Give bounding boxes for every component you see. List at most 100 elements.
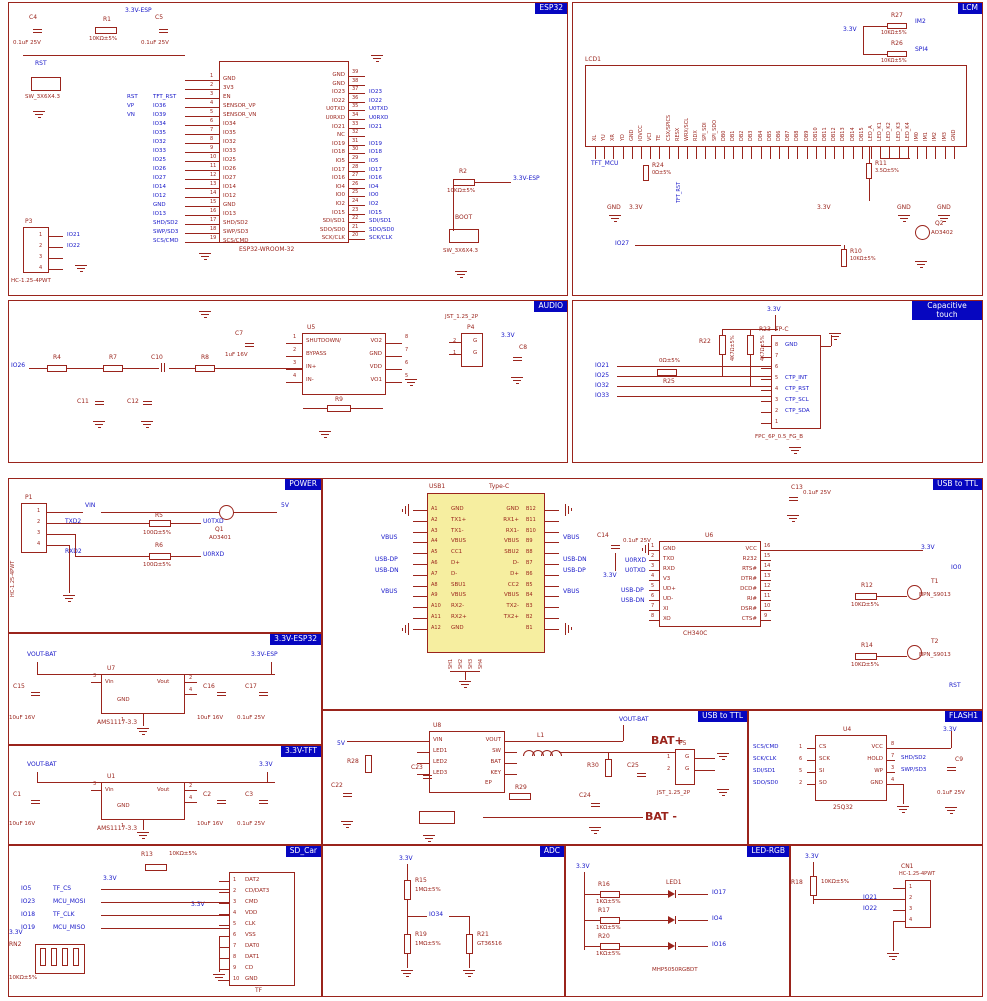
wire [67,368,103,369]
schematic-text: SWP/SD3 [901,767,927,773]
section-label-power: POWER [285,479,321,490]
schematic-text: TFT_RST [153,94,177,100]
schematic-text: DB14 [849,127,856,141]
wire [185,790,197,791]
schematic-text: R1 [103,16,111,23]
wire [171,523,201,524]
schematic-text: 1KΩ±5% [596,951,621,957]
wire [185,242,219,243]
capacitor-symbol [789,495,798,503]
schematic-text: LED_K4 [904,122,911,141]
wire [620,894,668,895]
schematic-text: USB-DN [621,597,645,604]
resistor-r15 [404,880,411,900]
schematic-text: 6 [775,364,779,370]
schematic-text: SBU2 [504,549,519,556]
wire [101,902,229,903]
wire [545,618,559,619]
schematic-text: MCU_MISO [53,924,86,931]
wire [169,368,195,369]
schematic-text: 1 [233,877,237,883]
wire [761,560,771,561]
wire [286,356,302,357]
schematic-text: RX2+ [451,614,467,620]
schematic-text: VIN [433,737,443,743]
schematic-text: RESX [674,127,681,141]
schematic-text: B10 [526,527,536,534]
schematic-text: 13 [764,573,771,579]
schematic-text: 15 [764,553,771,559]
schematic-text: DB6 [776,130,782,141]
led-symbol [668,916,677,924]
wire [825,147,826,159]
schematic-text: P1 [25,494,33,501]
schematic-text: 11 [210,163,217,169]
schematic-text: 32 [352,129,359,136]
schematic-text: R13 [141,851,153,858]
schematic-text: A1 [431,506,438,512]
schematic-text: 1MΩ±5% [415,887,441,893]
gnd-symbol [787,515,799,523]
schematic-text: IO27 [153,175,166,181]
schematic-text: HC-1.25-4PWT [10,560,16,597]
schematic-text: IO27 [615,240,630,247]
schematic-text: R7 [109,354,117,361]
schematic-text: IO35 [223,130,236,136]
schematic-text: SW [492,748,501,754]
schematic-text: 2 [189,675,193,681]
schematic-text: 4 [651,573,655,579]
schematic-text: 3V3 [223,85,234,91]
schematic-text: BOOT [455,214,473,221]
wire [696,147,698,159]
schematic-text: 2 [37,519,41,525]
wire [761,368,771,369]
schematic-text: AO3401 [209,535,231,541]
schematic-text: DB3 [748,130,755,141]
schematic-text: IO25 [595,372,610,379]
schematic-text: FPC_6P_0.5_FG_B [755,434,804,440]
schematic-text: Q2 [935,220,944,227]
schematic-text: C12 [127,398,139,405]
resistor-r1 [95,27,117,34]
wire [898,147,900,159]
p1-connector [21,503,47,553]
schematic-text: 3 [891,765,895,771]
wire [649,610,659,611]
wire [545,542,559,544]
wire [469,954,470,968]
schematic-text: 1uF 16V [225,352,248,358]
schematic-text: DB8 [794,130,801,141]
schematic-text: TX1- [451,527,464,534]
wire [61,545,69,546]
schematic-text: NPN_S9013 [919,652,951,658]
schematic-text: B9 [526,538,533,545]
rn2-network [35,944,85,974]
gnd-symbol [459,681,471,689]
schematic-text: LED1 [433,748,448,754]
wire [813,896,814,904]
schematic-text: DB7 [785,130,792,141]
schematic-text: 10 [210,154,217,160]
schematic-text: IO36 [153,103,166,109]
schematic-text: TP-C [775,326,789,333]
wire [185,116,219,117]
resistor-r24 [643,165,649,181]
wire [545,564,559,565]
wire [678,920,708,921]
schematic-text: IO0 [951,564,962,571]
wire [863,54,887,55]
schematic-text: TFT_MCU [591,160,619,167]
wire [49,269,63,270]
schematic-text: 10KΩ±5% [821,879,850,885]
wire [545,628,559,630]
schematic-text: 4 [210,100,214,106]
schematic-text: VO1 [370,377,383,383]
resistor-r11 [866,163,872,179]
schematic-text: AMS1117-3.3 [97,719,138,726]
schematic-text: 10uF 16V [9,715,36,721]
schematic-text: C16 [203,683,215,690]
schematic-text: TX1+ [451,516,467,523]
wire [545,531,559,533]
